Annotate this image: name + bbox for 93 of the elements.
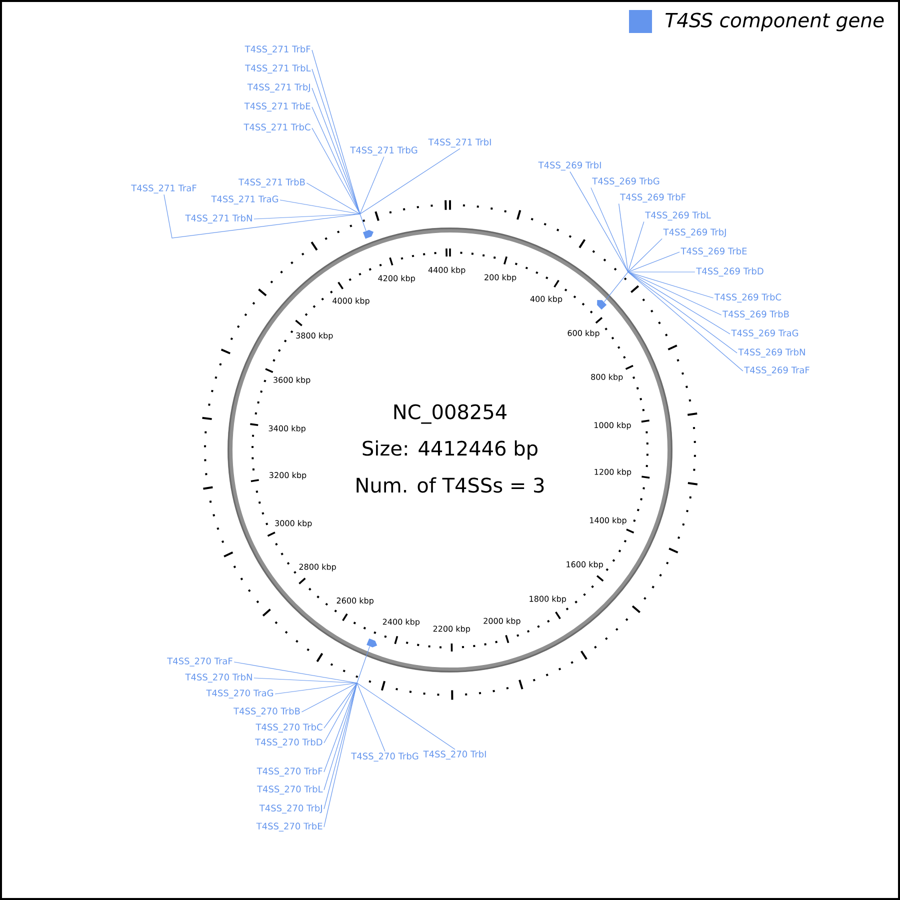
leader-line [356,682,456,750]
gene-label: T4SS_270 TrbE [256,822,322,832]
gene-label: T4SS_271 TrbF [244,46,310,54]
gene-label: T4SS_270 TraF [167,658,232,666]
leader-line [628,272,738,354]
leader-line [570,171,628,272]
gene-label: T4SS_271 TrbC [244,124,310,132]
gene-label: T4SS_271 TrbJ [247,84,310,92]
gene-label: T4SS_271 TrbN [185,214,252,224]
leader-line [254,214,360,220]
tick-label: 3800 kbp [296,332,333,340]
leader-line [301,682,358,712]
tick-label: 1800 kbp [530,596,566,604]
gene-label: T4SS_269 TrbE [680,248,747,256]
leader-line [618,203,628,272]
leader-line [234,662,358,684]
tick-label: 1200 kbp [594,468,632,476]
gene-label: T4SS_271 TrbI [428,138,491,148]
tick-label: 4400 kbp [428,266,466,274]
leader-line [356,646,370,684]
gene-label: T4SS_270 TraG [206,690,274,698]
center-text: Size: 4412446 bp [362,440,538,460]
gene-label: T4SS_271 TrbL [244,64,311,74]
gene-label: T4SS_271 TrbG [350,146,418,156]
gene-label: T4SS_270 TrbC [256,724,322,732]
leader-line [628,272,714,298]
leader-line [628,272,722,316]
tick-label: 3400 kbp [268,425,306,433]
leader-line [360,156,384,214]
gene-label: T4SS_270 TrbJ [259,804,322,814]
gene-arrow [366,638,378,648]
tick-label: 2800 kbp [299,564,336,572]
gene-label: T4SS_269 TrbB [722,310,789,320]
gene-label: T4SS_269 TrbG [592,178,660,186]
tick-label: 1400 kbp [590,517,626,525]
legend-text: T4SS component gene [666,12,884,32]
gene-label: T4SS_271 TrbB [238,178,305,188]
leader-line [312,128,360,214]
tick-label: 800 kbp [591,374,623,382]
tick-label: 600 kbp [568,330,600,338]
leader-line [628,252,680,272]
leader-line [274,682,358,694]
leader-line [628,272,744,372]
gene-label: T4SS_270 TrbL [256,786,323,794]
leader-line [628,272,730,334]
leader-line [324,682,358,744]
gene-label: T4SS_269 TrbC [714,294,782,302]
gene-label: T4SS_269 TraG [731,330,798,338]
leader-line [628,221,644,272]
gene-label: T4SS_270 TrbD [255,738,322,748]
tick-label: 1600 kbp [566,561,603,569]
tick-label: 4200 kbp [378,275,415,283]
leader-line [590,187,628,272]
gene-label: T4SS_269 TrbF [620,194,686,202]
leader-line [324,682,358,772]
gene-label: T4SS_270 TrbF [256,768,322,776]
tick-label: 3000 kbp [275,520,312,528]
gene-label: T4SS_269 TrbJ [663,228,726,238]
tick-label: 1000 kbp [594,422,631,430]
gene-label: T4SS_269 TrbL [645,212,711,220]
tick-label: 2200 kbp [433,626,470,634]
gene-label: T4SS_270 TrbI [423,750,486,760]
gene-label: T4SS_269 TrbN [738,348,805,358]
gene-label: T4SS_270 TrbN [185,674,252,682]
leader-line [604,272,628,302]
gene-label: T4SS_269 TrbD [696,268,764,276]
gene-label: T4SS_271 TrbE [244,102,310,112]
gene-arrow [597,300,607,310]
leader-line [356,682,386,752]
leader-line [360,214,366,232]
tick-label: 2000 kbp [484,618,520,626]
leader-line [628,238,662,272]
leader-line [324,682,358,728]
center-text: Num. of T4SSs = 3 [356,477,544,493]
tick-label: 200 kbp [484,274,516,282]
gene-label: T4SS_270 TrbG [351,752,418,762]
leader-line [360,148,460,214]
leader-line [254,678,358,684]
tick-label: 400 kbp [530,296,562,304]
gene-label: T4SS_270 TrbB [234,708,300,716]
tick-label: 2600 kbp [336,597,374,606]
tick-label: 4000 kbp [332,298,370,306]
tick-label: 3600 kbp [274,376,310,384]
tick-label: 2400 kbp [382,618,420,626]
gene-label: T4SS_271 TraF [131,184,196,194]
tick-label: 3200 kbp [270,472,306,480]
gene-label: T4SS_271 TraG [211,196,278,204]
gene-label: T4SS_269 TrbI [538,162,601,170]
leader-line [306,182,360,214]
gene-label: T4SS_269 TraF [744,366,810,376]
center-text: NC_008254 [394,404,506,424]
gene-arrow [362,230,374,239]
leader-line [280,200,360,214]
